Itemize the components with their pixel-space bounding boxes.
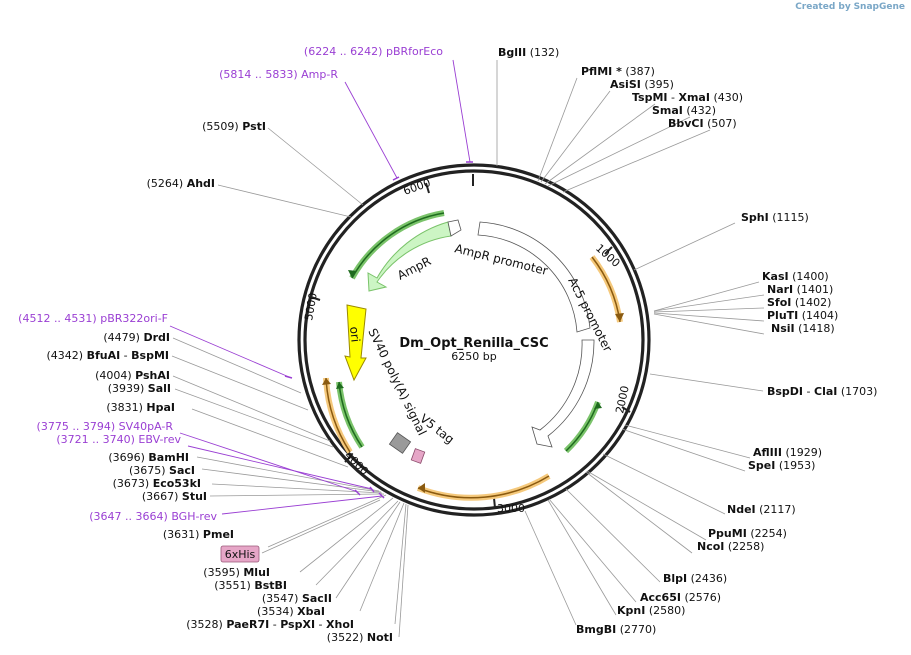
enzyme-sphi: SphI (1115) bbox=[741, 211, 809, 224]
watermark-brand: SnapGene bbox=[853, 2, 905, 12]
orf-arrowheads bbox=[322, 270, 624, 493]
enzyme-ndei: NdeI (2117) bbox=[727, 503, 796, 516]
primer-marks bbox=[284, 161, 473, 499]
tick-label-5000: 5000 bbox=[302, 292, 320, 322]
his-tag-label: 6xHis bbox=[225, 548, 256, 561]
coordinate-ticks bbox=[310, 174, 631, 509]
enzyme-bstbi: (3551) BstBI bbox=[214, 579, 287, 592]
enzyme-kasi: KasI (1400) bbox=[762, 270, 829, 283]
enzyme-hpai: (3831) HpaI bbox=[106, 401, 175, 414]
enzyme-bbvci: BbvCI (507) bbox=[668, 117, 737, 130]
enzyme-nsii: NsiI (1418) bbox=[771, 322, 835, 335]
backbone bbox=[297, 163, 651, 517]
enzyme-pflmi: PflMI * (387) bbox=[581, 65, 655, 78]
enzyme-sacii: (3547) SacII bbox=[262, 592, 332, 605]
enzyme-sfoi: SfoI (1402) bbox=[767, 296, 831, 309]
enzyme-xbai: (3534) XbaI bbox=[257, 605, 325, 618]
his-tag-box bbox=[220, 545, 260, 563]
ac5-promoter-feature bbox=[531, 339, 595, 448]
enzyme-eco53ki: (3673) Eco53kI bbox=[113, 477, 201, 490]
primer-lines bbox=[169, 59, 471, 515]
primer-pbrforeco: (6224 .. 6242) pBRforEco bbox=[304, 45, 443, 58]
primer-amp-r: (5814 .. 5833) Amp-R bbox=[219, 68, 338, 81]
enzyme-bfuai-bspmi: (4342) BfuAI - BspMI bbox=[46, 349, 169, 362]
enzyme-pmei: (3631) PmeI bbox=[163, 528, 234, 541]
enzyme-drdi: (4479) DrdI bbox=[103, 331, 170, 344]
enzyme-spei: SpeI (1953) bbox=[748, 459, 815, 472]
primer-ebv-rev: (3721 .. 3740) EBV-rev bbox=[56, 433, 181, 446]
enzyme-tspmi-xmai: TspMI - XmaI (430) bbox=[632, 91, 743, 104]
ori-feature bbox=[344, 304, 367, 382]
enzyme-mlui: (3595) MluI bbox=[203, 566, 270, 579]
enzyme-paer7i-pspxi-xhoi: (3528) PaeR7I - PspXI - XhoI bbox=[186, 618, 354, 631]
enzyme-nari: NarI (1401) bbox=[767, 283, 833, 296]
leader-lines bbox=[171, 60, 765, 638]
enzyme-blpi: BlpI (2436) bbox=[663, 572, 727, 585]
enzyme-pshai: (4004) PshAI bbox=[95, 369, 170, 382]
enzyme-aflIII: AflIII (1929) bbox=[753, 446, 822, 459]
enzyme-smai: SmaI (432) bbox=[652, 104, 716, 117]
plasmid-size: 6250 bp bbox=[451, 350, 496, 363]
enzyme-ahdi: (5264) AhdI bbox=[147, 177, 215, 190]
enzyme-noti: (3522) NotI bbox=[327, 631, 393, 644]
sv40-polya-feature bbox=[388, 432, 412, 454]
primer-pbr322ori-f: (4512 .. 4531) pBR322ori-F bbox=[18, 312, 168, 325]
enzyme-ncoi: NcoI (2258) bbox=[697, 540, 764, 553]
enzyme-bglii: BglII (132) bbox=[498, 46, 559, 59]
enzyme-asisi: AsiSI (395) bbox=[610, 78, 674, 91]
tick-label-3000: 3000 bbox=[497, 502, 525, 515]
primer-sv40pa-r: (3775 .. 3794) SV40pA-R bbox=[37, 420, 174, 433]
enzyme-saci: (3675) SacI bbox=[129, 464, 195, 477]
feature-label-ori: ori bbox=[347, 326, 363, 343]
watermark-created-by: Created by bbox=[795, 2, 851, 12]
plasmid-name: Dm_Opt_Renilla_CSC bbox=[399, 336, 548, 351]
enzyme-bspdi-clai: BspDI - ClaI (1703) bbox=[767, 385, 877, 398]
enzyme-acc65i: Acc65I (2576) bbox=[640, 591, 721, 604]
features bbox=[344, 219, 595, 464]
enzyme-bmgbi: BmgBI (2770) bbox=[576, 623, 656, 636]
enzyme-labels-right: BglII (132) PflMI * (387) AsiSI (395) Ts… bbox=[498, 46, 877, 636]
enzyme-psti: (5509) PstI bbox=[202, 120, 266, 133]
enzyme-ppumi: PpuMI (2254) bbox=[708, 527, 787, 540]
primer-labels: (6224 .. 6242) pBRforEco (5814 .. 5833) … bbox=[18, 45, 443, 523]
ampr-feature bbox=[367, 221, 452, 292]
snapgene-watermark: Created by SnapGene bbox=[795, 2, 905, 12]
tick-label-2000: 2000 bbox=[613, 385, 632, 415]
enzyme-stui: (3667) StuI bbox=[142, 490, 207, 503]
feature-label-ampr: AmpR bbox=[395, 254, 433, 283]
primer-bgh-rev: (3647 .. 3664) BGH-rev bbox=[89, 510, 217, 523]
enzyme-pluti: PluTI (1404) bbox=[767, 309, 838, 322]
ampr-promoter-feature bbox=[477, 221, 591, 333]
tick-label-4000: 4000 bbox=[342, 449, 371, 478]
enzyme-sali: (3939) SalI bbox=[108, 382, 171, 395]
enzyme-bamhi: (3696) BamHI bbox=[108, 451, 189, 464]
v5-tag-feature bbox=[410, 448, 426, 464]
enzyme-kpni: KpnI (2580) bbox=[617, 604, 685, 617]
enzyme-labels-left: (3522) NotI (3528) PaeR7I - PspXI - XhoI… bbox=[46, 120, 393, 644]
ampr-arrow-tip bbox=[447, 219, 462, 237]
